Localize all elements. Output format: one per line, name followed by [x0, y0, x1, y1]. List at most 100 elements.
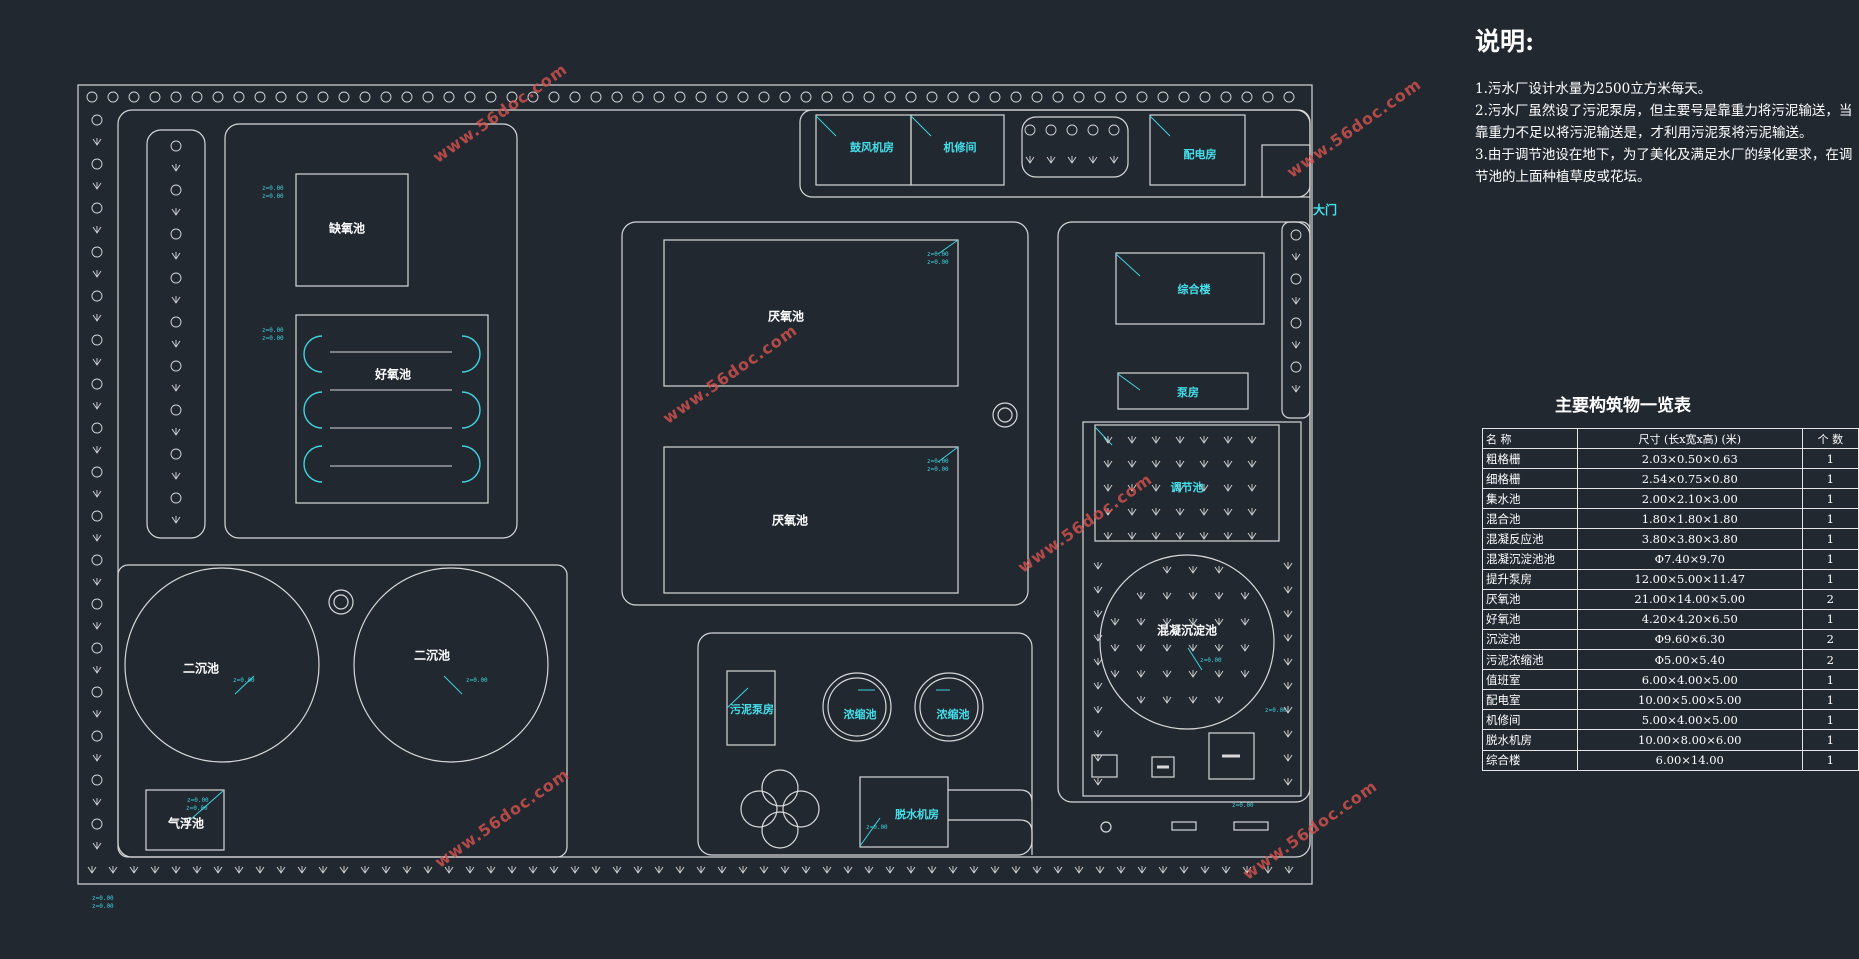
shrub-symbol: [843, 866, 853, 874]
tree-symbol: [1115, 91, 1127, 103]
tree-symbol: [170, 140, 182, 152]
shrub-symbol: [255, 866, 265, 874]
shrub-symbol: [1053, 866, 1063, 874]
valve-well-1: [992, 402, 1018, 428]
anaerobic-block: [621, 221, 1029, 606]
shrub-symbol: [92, 138, 102, 146]
shrub-symbol: [1223, 532, 1233, 540]
tree-symbol: [968, 91, 980, 103]
label-coagulation-settling-tank: 混凝沉淀池: [1156, 623, 1218, 638]
shrub-symbol: [171, 252, 181, 260]
shrub-symbol: [1175, 532, 1185, 540]
tree-symbol: [91, 422, 103, 434]
cell-name: 综合楼: [1482, 749, 1578, 771]
shrub-symbol: [1188, 592, 1198, 600]
tree-symbol: [1066, 124, 1078, 136]
tree-symbol: [91, 774, 103, 786]
shrub-symbol: [1223, 508, 1233, 516]
label-clarifier-1: 二沉池: [182, 661, 220, 676]
tree-symbol: [947, 91, 959, 103]
cell-name: 厌氧池: [1482, 588, 1578, 610]
coagulation-settling-tank: [1099, 554, 1275, 730]
shrub-symbol: [92, 754, 102, 762]
shrub-symbol: [1162, 670, 1172, 678]
clarifier-block: [117, 564, 568, 858]
tree-symbol: [548, 91, 560, 103]
tree-symbol: [170, 448, 182, 460]
shrub-symbol: [1162, 566, 1172, 574]
shrub-symbol: [1247, 460, 1257, 468]
shrub-symbol: [171, 164, 181, 172]
shrub-symbol: [885, 866, 895, 874]
tree-symbol: [926, 91, 938, 103]
cell-size: 6.00×14.00: [1576, 749, 1803, 771]
cell-name: 配电室: [1482, 689, 1578, 711]
tree-symbol: [485, 91, 497, 103]
shrub-symbol: [171, 208, 181, 216]
tree-symbol: [170, 492, 182, 504]
svg-text:z=0.00: z=0.00: [262, 327, 284, 334]
shrub-symbol: [1136, 592, 1146, 600]
shrub-symbol: [1175, 460, 1185, 468]
shrub-symbol: [1223, 436, 1233, 444]
tree-symbol: [91, 730, 103, 742]
label-blower-room: 鼓风机房: [850, 141, 894, 154]
secondary-clarifier-1: [124, 567, 320, 763]
tree-symbol: [91, 290, 103, 302]
tree-symbol: [464, 91, 476, 103]
shrub-symbol: [1151, 484, 1161, 492]
shrub-symbol: [92, 666, 102, 674]
label-dewatering-room: 脱水机房: [895, 808, 939, 821]
tree-symbol: [91, 202, 103, 214]
tree-symbol: [91, 114, 103, 126]
tree-symbol: [1283, 91, 1295, 103]
shrub-symbol: [297, 866, 307, 874]
cell-name: 粗格栅: [1482, 448, 1578, 470]
tree-symbol: [149, 91, 161, 103]
cell-size: Φ5.00×5.40: [1576, 649, 1803, 671]
svg-text:z=0.00: z=0.00: [927, 259, 949, 266]
tree-symbol: [1157, 91, 1169, 103]
shrub-symbol: [1093, 730, 1103, 738]
svg-text:z=0.00: z=0.00: [262, 193, 284, 200]
svg-text:z=0.00: z=0.00: [186, 805, 208, 812]
shrub-symbol: [528, 866, 538, 874]
shrub-symbol: [1162, 592, 1172, 600]
tree-symbol: [569, 91, 581, 103]
note-line: 靠重力不足以将污泥输送是，才利用污泥泵将污泥输送。: [1475, 125, 1813, 141]
tree-symbol: [1262, 91, 1274, 103]
shrub-symbol: [1283, 778, 1293, 786]
shrub-symbol: [1283, 682, 1293, 690]
shrub-symbol: [1188, 670, 1198, 678]
shrub-symbol: [92, 534, 102, 542]
shrub-symbol: [906, 866, 916, 874]
shrub-symbol: [1103, 460, 1113, 468]
cell-count: 1: [1801, 448, 1859, 470]
tree-symbol: [1290, 317, 1302, 329]
tree-symbol: [821, 91, 833, 103]
cell-count: 1: [1801, 749, 1859, 771]
tree-symbol: [653, 91, 665, 103]
shrub-symbol: [92, 358, 102, 366]
label-repair-room: 机修间: [943, 141, 977, 154]
cell-name: 细格栅: [1482, 468, 1578, 490]
right-hedge: [1281, 221, 1311, 419]
shrub-symbol: [339, 866, 349, 874]
shrub-symbol: [1242, 866, 1252, 874]
tree-symbol: [863, 91, 875, 103]
shrub-symbol: [171, 516, 181, 524]
shrub-symbol: [1103, 484, 1113, 492]
tree-symbol: [91, 246, 103, 258]
shrub-symbol: [92, 622, 102, 630]
shrub-symbol: [318, 866, 328, 874]
shrub-symbol: [738, 866, 748, 874]
tree-symbol: [170, 272, 182, 284]
design-notes: 说明: 1.污水厂设计水量为2500立方米每天。 2.污水厂虽然设了污泥泵房，但…: [1475, 22, 1859, 188]
shrub-symbol: [129, 866, 139, 874]
tree-symbol: [611, 91, 623, 103]
shrub-symbol: [675, 866, 685, 874]
